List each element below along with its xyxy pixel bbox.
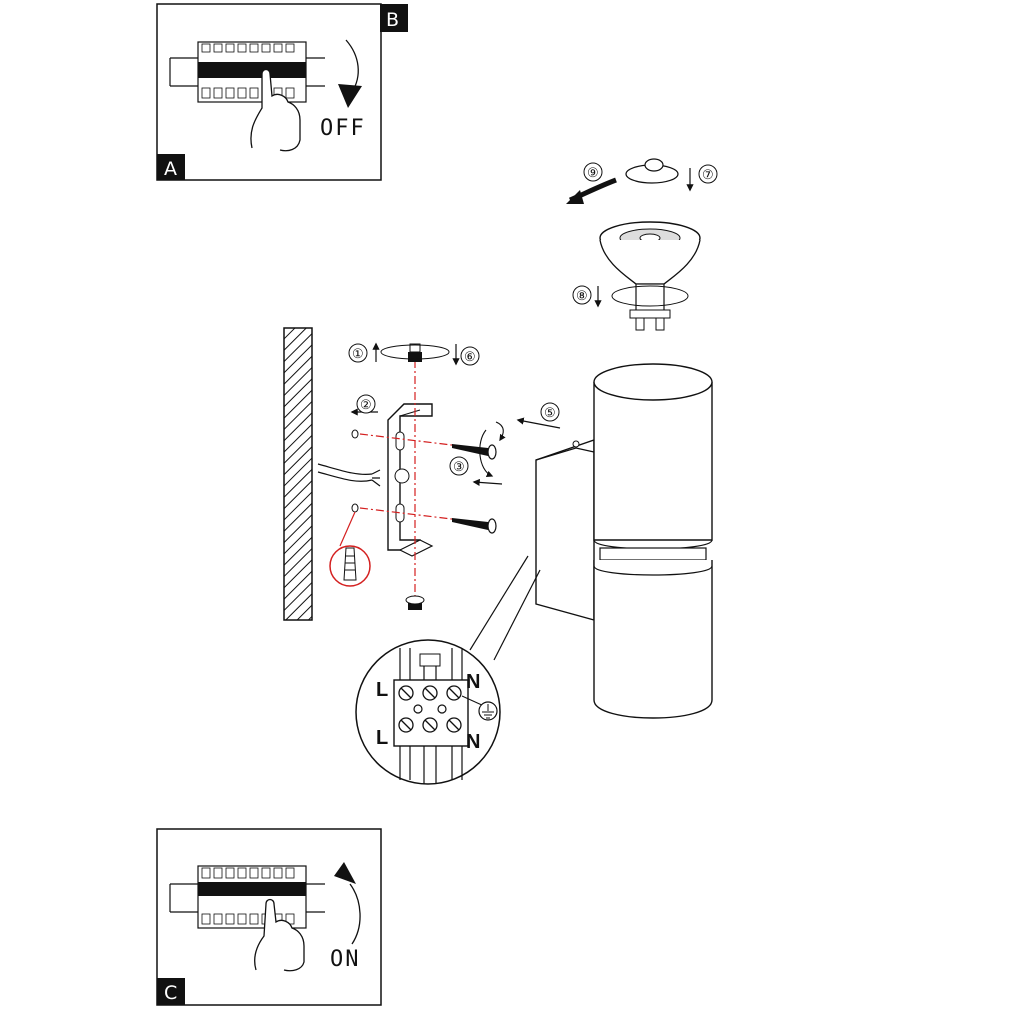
rotate-arrow-icon — [479, 429, 494, 477]
wall-lamp-body — [535, 363, 713, 719]
twist-arrow-icon — [566, 177, 617, 204]
breaker-strip-icon — [169, 865, 325, 929]
alignment-lines — [359, 360, 461, 600]
terminal-neutral-top: N — [466, 671, 480, 693]
screw-icon — [452, 444, 497, 460]
step-7-label: ⑦ — [702, 168, 714, 183]
earth-ground-icon — [461, 695, 498, 721]
terminal-block-callout: L L N N — [355, 555, 541, 785]
mounting-bracket — [387, 403, 434, 557]
state-off-text: OFF — [320, 116, 366, 141]
terminal-neutral-bottom: N — [466, 731, 480, 753]
lens-cap-icon — [625, 158, 679, 184]
wall-section — [283, 327, 313, 621]
breaker-strip-icon — [169, 41, 325, 103]
step-6-label: ⑥ — [464, 350, 476, 365]
panel-a-label: A — [164, 158, 177, 180]
hand-icon — [254, 898, 305, 972]
panel-switch-on: ON C — [156, 828, 382, 1006]
top-screw-icon — [380, 343, 450, 362]
gu10-bulb-icon — [599, 221, 701, 331]
terminal-live-bottom: L — [376, 727, 388, 749]
bottom-screw-icon — [405, 595, 425, 610]
mains-cable-icon — [317, 463, 381, 487]
state-on-text: ON — [330, 947, 361, 972]
step-2-label: ② — [360, 398, 372, 413]
terminal-live-top: L — [376, 679, 388, 701]
step-3-label: ③ — [453, 460, 465, 475]
screw-icon — [452, 518, 497, 534]
panel-c-label: C — [164, 982, 177, 1004]
step-8-label: ⑧ — [576, 289, 588, 304]
step-labels: ① ⑥ ② ③ ⑤ ⑨ ⑦ ⑧ ④ — [348, 162, 718, 721]
turn-on-arrow-icon — [349, 883, 361, 945]
wall-plug-icon — [329, 511, 371, 587]
step-9-label: ⑨ — [587, 166, 599, 181]
step-1-label: ① — [352, 347, 364, 362]
step-5-label: ⑤ — [544, 406, 556, 421]
panel-b-label: B — [386, 9, 399, 31]
panel-switch-off: OFF A B — [156, 3, 408, 181]
wall-holes — [351, 429, 359, 513]
hand-icon — [250, 68, 301, 152]
